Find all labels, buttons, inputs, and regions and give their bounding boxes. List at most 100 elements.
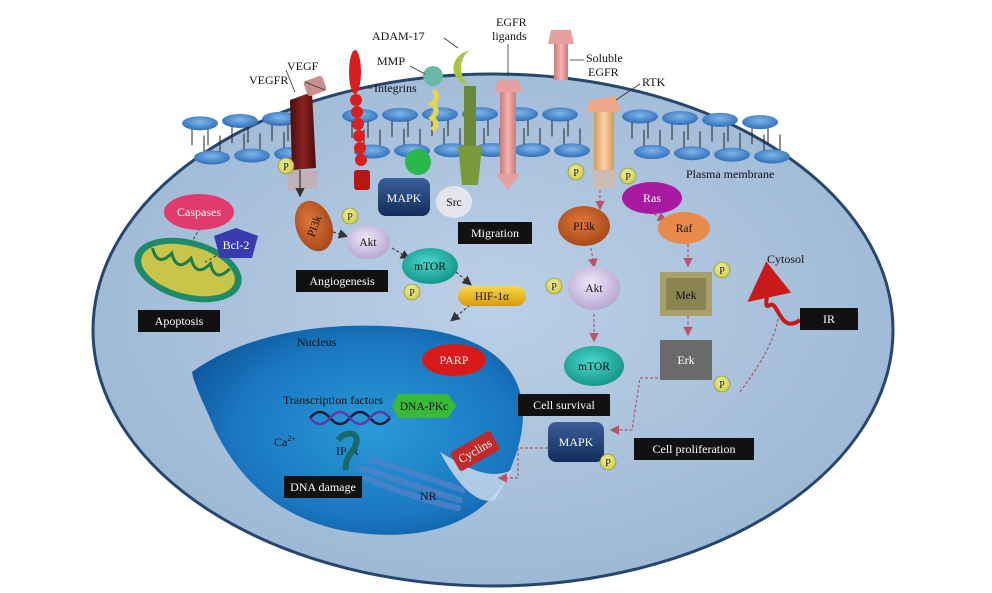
svg-text:PI3k: PI3k	[573, 221, 595, 233]
svg-text:DNA damage: DNA damage	[290, 480, 356, 494]
integrins-label: Integrins	[374, 81, 417, 95]
phospho-p-label: P	[605, 458, 611, 469]
lipid-head	[674, 146, 710, 161]
svg-text:MAPK: MAPK	[387, 191, 422, 205]
lipid-head	[634, 145, 670, 159]
bcl2-node: Bcl-2	[214, 228, 258, 258]
svg-text:Ras: Ras	[643, 191, 661, 205]
phospho-p-label: P	[409, 288, 415, 299]
phospho-p-marker: P	[599, 453, 617, 471]
svg-text:Cell survival: Cell survival	[533, 398, 595, 412]
soluble-egfr-label-line2: EGFR	[588, 65, 619, 79]
lipid-head	[754, 149, 790, 164]
lipid-head	[554, 143, 590, 158]
ir-box: IR	[800, 308, 858, 330]
dna-damage-box: DNA damage	[284, 476, 362, 498]
integrins-icon	[349, 50, 370, 190]
adam17-label: ADAM-17	[372, 29, 425, 43]
svg-text:Erk: Erk	[677, 353, 694, 367]
erk-node: Erk	[660, 340, 712, 380]
lipid-head	[662, 111, 698, 126]
mek-node: Mek	[660, 272, 712, 316]
svg-text:IR: IR	[823, 312, 835, 326]
egfr-ligands-label-line1: EGFR	[496, 15, 527, 29]
ip3r-icon	[335, 430, 360, 471]
mtor-right-node: mTOR	[564, 346, 624, 386]
pi3k-left-node: PI3k	[294, 200, 334, 252]
svg-text:Raf: Raf	[676, 223, 693, 235]
egfr-receptor-icon	[494, 80, 522, 190]
svg-text:Cell proliferation: Cell proliferation	[653, 442, 736, 456]
apoptosis-box: Apoptosis	[138, 310, 220, 332]
plasma-membrane-label: Plasma membrane	[686, 167, 774, 181]
phospho-p-marker: P	[341, 207, 359, 225]
svg-text:Angiogenesis: Angiogenesis	[309, 274, 375, 288]
svg-text:mTOR: mTOR	[578, 361, 610, 373]
phospho-p-label: P	[347, 212, 353, 223]
mmp-icon	[423, 66, 443, 132]
dna-helix-icon	[309, 410, 391, 426]
akt-right-node: Akt	[568, 266, 620, 310]
cell-survival-box: Cell survival	[518, 394, 610, 416]
phospho-p-marker: P	[713, 261, 731, 279]
phospho-p-marker: P	[277, 157, 295, 175]
dna-pkc-node: DNA-PKc	[392, 394, 456, 418]
diagram-labels: VEGF VEGFR ADAM-17 MMP Integrins EGFR li…	[249, 15, 805, 503]
angiogenesis-box: Angiogenesis	[296, 270, 388, 292]
svg-text:Apoptosis: Apoptosis	[155, 314, 204, 328]
mmp-label: MMP	[377, 54, 405, 68]
ca-label: Ca2+	[274, 434, 296, 449]
lipid-head	[514, 143, 550, 158]
lipid-head	[222, 113, 258, 128]
phospho-p-marker: P	[403, 283, 421, 301]
nucleus-label: Nucleus	[297, 335, 337, 349]
lipid-head	[262, 111, 298, 126]
mitochondrion-icon	[134, 237, 242, 303]
cytosol-label: Cytosol	[767, 252, 805, 266]
lipid-head	[382, 107, 418, 122]
integrin-ligand-icon	[405, 149, 431, 175]
phospho-p-label: P	[719, 380, 725, 391]
raf-node: Raf	[658, 212, 710, 244]
svg-text:Migration: Migration	[471, 226, 519, 240]
svg-text:Bcl-2: Bcl-2	[223, 238, 250, 252]
svg-text:HIF-1α: HIF-1α	[475, 291, 509, 303]
cell-proliferation-box: Cell proliferation	[634, 438, 754, 460]
nr-label: NR	[420, 489, 437, 503]
svg-text:DNA-PKc: DNA-PKc	[400, 401, 449, 413]
lipid-head	[742, 115, 778, 130]
adam17-icon	[453, 50, 482, 185]
mapk-top-node: MAPK	[378, 178, 430, 216]
lipid-head	[422, 107, 458, 122]
phospho-p-label: P	[625, 172, 631, 183]
hif1a-node: HIF-1α	[458, 286, 526, 306]
phospho-p-label: P	[573, 168, 579, 179]
svg-text:mTOR: mTOR	[414, 261, 446, 273]
transcription-factors-label: Transcription factors	[283, 393, 383, 407]
ras-node: Ras	[622, 182, 682, 214]
pi3k-right-node: PI3k	[558, 206, 610, 246]
phospho-p-marker: P	[567, 163, 585, 181]
mtor-left-node: mTOR	[402, 248, 458, 284]
egfr-ligands-label-line2: ligands	[492, 29, 527, 43]
soluble-egfr-icon	[548, 30, 574, 80]
mapk-bottom-node: MAPK	[548, 422, 604, 462]
lipid-head	[714, 147, 750, 162]
lipid-head	[622, 109, 658, 124]
lipid-head	[194, 150, 230, 165]
nr-strands	[357, 457, 465, 511]
akt-left-node: Akt	[346, 225, 390, 259]
rtk-receptor-icon	[586, 96, 620, 188]
parp-node: PARP	[422, 344, 486, 376]
vegf-label: VEGF	[287, 59, 319, 73]
lipid-head	[542, 107, 578, 122]
phospho-markers: P P P P P P P P P	[277, 157, 731, 471]
phospho-p-label: P	[283, 162, 289, 173]
svg-text:Akt: Akt	[585, 283, 603, 295]
phospho-p-label: P	[551, 282, 557, 293]
phospho-p-marker: P	[545, 277, 563, 295]
rtk-label: RTK	[642, 75, 666, 89]
svg-text:Akt: Akt	[359, 237, 377, 249]
svg-text:Src: Src	[446, 197, 461, 209]
